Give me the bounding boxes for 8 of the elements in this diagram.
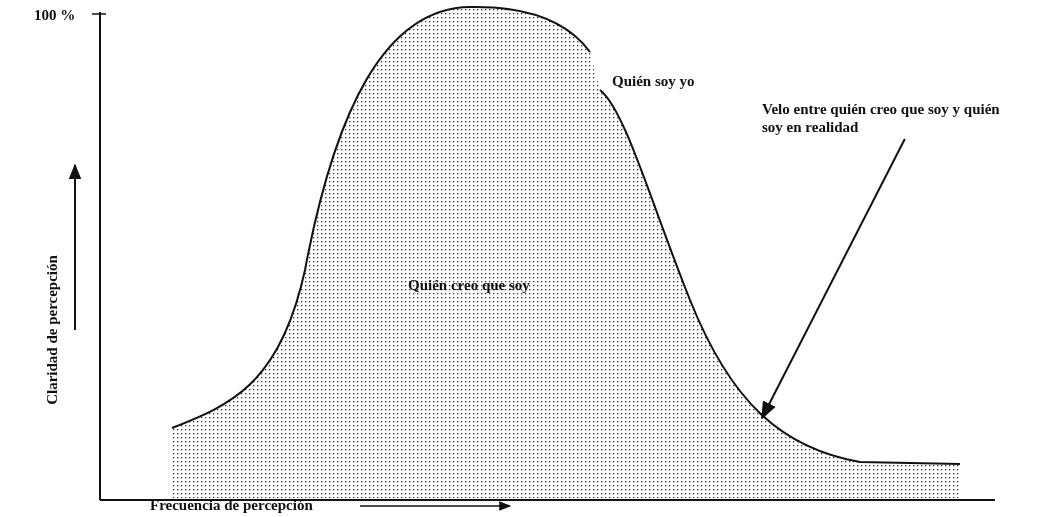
annotation-text: Velo entre quién creo que soy y quién soy en realidad xyxy=(762,100,1000,136)
axis-label: Claridad de percepción xyxy=(42,255,61,405)
leader-arrow xyxy=(761,138,906,420)
axis-label: Frecuencia de percepción xyxy=(150,496,313,514)
bell-curve-drawing xyxy=(171,6,961,498)
axis-tick-label: 100 % xyxy=(34,6,76,24)
region-label: Quién soy yo xyxy=(612,72,695,90)
region-label: Quién creo que soy xyxy=(408,276,530,294)
